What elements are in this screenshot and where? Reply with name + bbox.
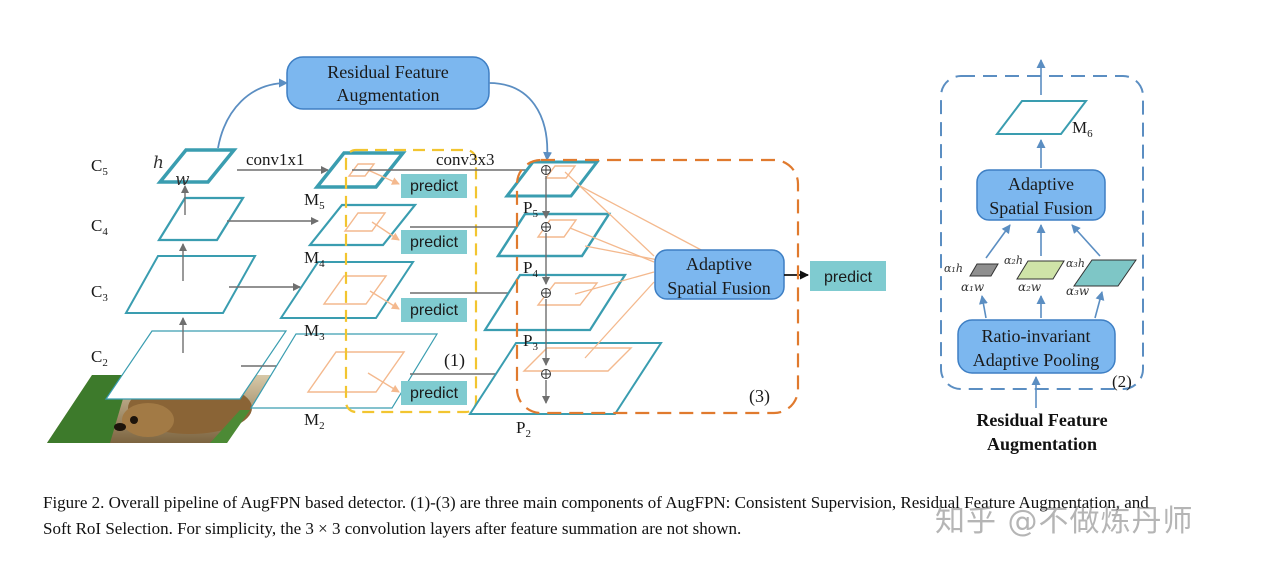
m4-roi: [343, 212, 387, 232]
asf-right-line1: Adaptive: [1008, 174, 1074, 194]
ratio-2-h: α₂h: [1004, 254, 1023, 267]
p3-plane: [482, 273, 628, 332]
c2-label: C2: [91, 347, 108, 369]
m-labels: M5 M4 M3 M2: [304, 190, 325, 432]
rfa-top-line1: Residual Feature: [327, 62, 448, 82]
figure-caption: Figure 2. Overall pipeline of AugFPN bas…: [43, 493, 1149, 538]
c4-plane: [157, 196, 245, 242]
m3-label: M3: [304, 321, 325, 343]
rfa-title-line2: Augmentation: [987, 434, 1097, 454]
p3-label: P3: [523, 331, 538, 353]
predict-box-m2: predict: [401, 381, 467, 405]
c4-label: C4: [91, 216, 108, 238]
conv1x1-label: conv1x1: [246, 150, 305, 169]
rfa-output-arrow: [488, 82, 553, 161]
predict-box-m5: predict: [401, 174, 467, 198]
augfpn-pipeline-diagram: Residual Feature Augmentation h w C5 C4 …: [47, 56, 1144, 454]
predict-label-m2: predict: [410, 385, 459, 402]
p2-plane: [468, 342, 663, 415]
rfa-top-line2: Augmentation: [337, 85, 440, 105]
c3-plane: [124, 255, 257, 314]
c2-plane: [104, 330, 288, 400]
c-labels: C5 C4 C3 C2: [91, 156, 108, 369]
consistent-supervision-region: [344, 148, 478, 414]
ratio-map-2: [1016, 260, 1065, 280]
asf-right-line2: Spatial Fusion: [989, 198, 1093, 218]
p4-plane: [495, 212, 612, 258]
soft-roi-selection-region: [515, 158, 800, 415]
pool-to-asf-arrows: [979, 224, 1105, 319]
p5-label: P5: [523, 198, 538, 220]
m2-predict-arrow: [367, 372, 400, 393]
m4-predict-arrow: [371, 221, 400, 241]
c5-label: C5: [91, 156, 108, 178]
predict-label-m5: predict: [410, 178, 459, 195]
p5-plane: [503, 160, 601, 198]
m3-predict-arrow: [369, 290, 400, 310]
conv3x3-label: conv3x3: [436, 150, 495, 169]
c3-label: C3: [91, 282, 108, 304]
predict-box-final: predict: [810, 261, 886, 291]
ratio-2-w: α₂w: [1018, 280, 1042, 294]
marker-2: (2): [1112, 372, 1132, 391]
m2-roi: [306, 351, 406, 393]
m5-roi: [347, 163, 376, 177]
sum-nodes: [541, 165, 551, 379]
predict-label-m3: predict: [410, 302, 459, 319]
ratio-map-1: [969, 263, 999, 277]
p4-label: P4: [523, 258, 538, 280]
ratio-1-h: α₁h: [944, 262, 963, 275]
p3-roi: [536, 282, 599, 306]
rfa-title-line1: Residual Feature: [976, 410, 1107, 430]
asf-box-main: Adaptive Spatial Fusion: [654, 249, 785, 300]
pool-line2: Adaptive Pooling: [973, 350, 1100, 370]
m4-plane: [307, 203, 418, 247]
predict-box-m4: predict: [401, 230, 467, 254]
m3-plane: [279, 261, 415, 319]
m5-label: M5: [304, 190, 325, 212]
m2-label: M2: [304, 410, 325, 432]
marker-3: (3): [749, 386, 770, 407]
pooling-box: Ratio-invariant Adaptive Pooling: [957, 319, 1116, 374]
asf-box-right: Adaptive Spatial Fusion: [976, 169, 1106, 221]
rfa-detail-region: [940, 75, 1144, 390]
ratio-3-h: α₃h: [1066, 257, 1085, 270]
ratio-map-3: [1073, 259, 1137, 287]
asf-main-line1: Adaptive: [686, 254, 752, 274]
dim-h: h: [153, 153, 164, 173]
asf-main-line2: Spatial Fusion: [667, 278, 771, 298]
ratio-3-w: α₃w: [1066, 284, 1090, 298]
m3-roi: [322, 275, 388, 305]
dim-w: w: [175, 170, 190, 190]
predict-label-m4: predict: [410, 234, 459, 251]
p2-roi: [522, 347, 633, 372]
p-labels: P5 P4 P3 P2: [516, 198, 538, 440]
pool-line1: Ratio-invariant: [982, 326, 1091, 346]
watermark: 知乎 @不做炼丹师: [935, 504, 1194, 539]
ratio-1-w: α₁w: [961, 280, 985, 294]
m6-label: M6: [1072, 118, 1093, 140]
predict-label-final: predict: [824, 269, 873, 286]
m4-label: M4: [304, 248, 325, 270]
rfa-input-arrow: [217, 78, 288, 149]
rfa-top-box: Residual Feature Augmentation: [286, 56, 490, 110]
p2-label: P2: [516, 418, 531, 440]
c5-plane: [156, 148, 238, 184]
marker-1: (1): [444, 350, 465, 371]
p4-roi: [536, 219, 578, 238]
m5-predict-arrow: [367, 169, 400, 185]
predict-box-m3: predict: [401, 298, 467, 322]
m6-plane: [994, 100, 1089, 135]
